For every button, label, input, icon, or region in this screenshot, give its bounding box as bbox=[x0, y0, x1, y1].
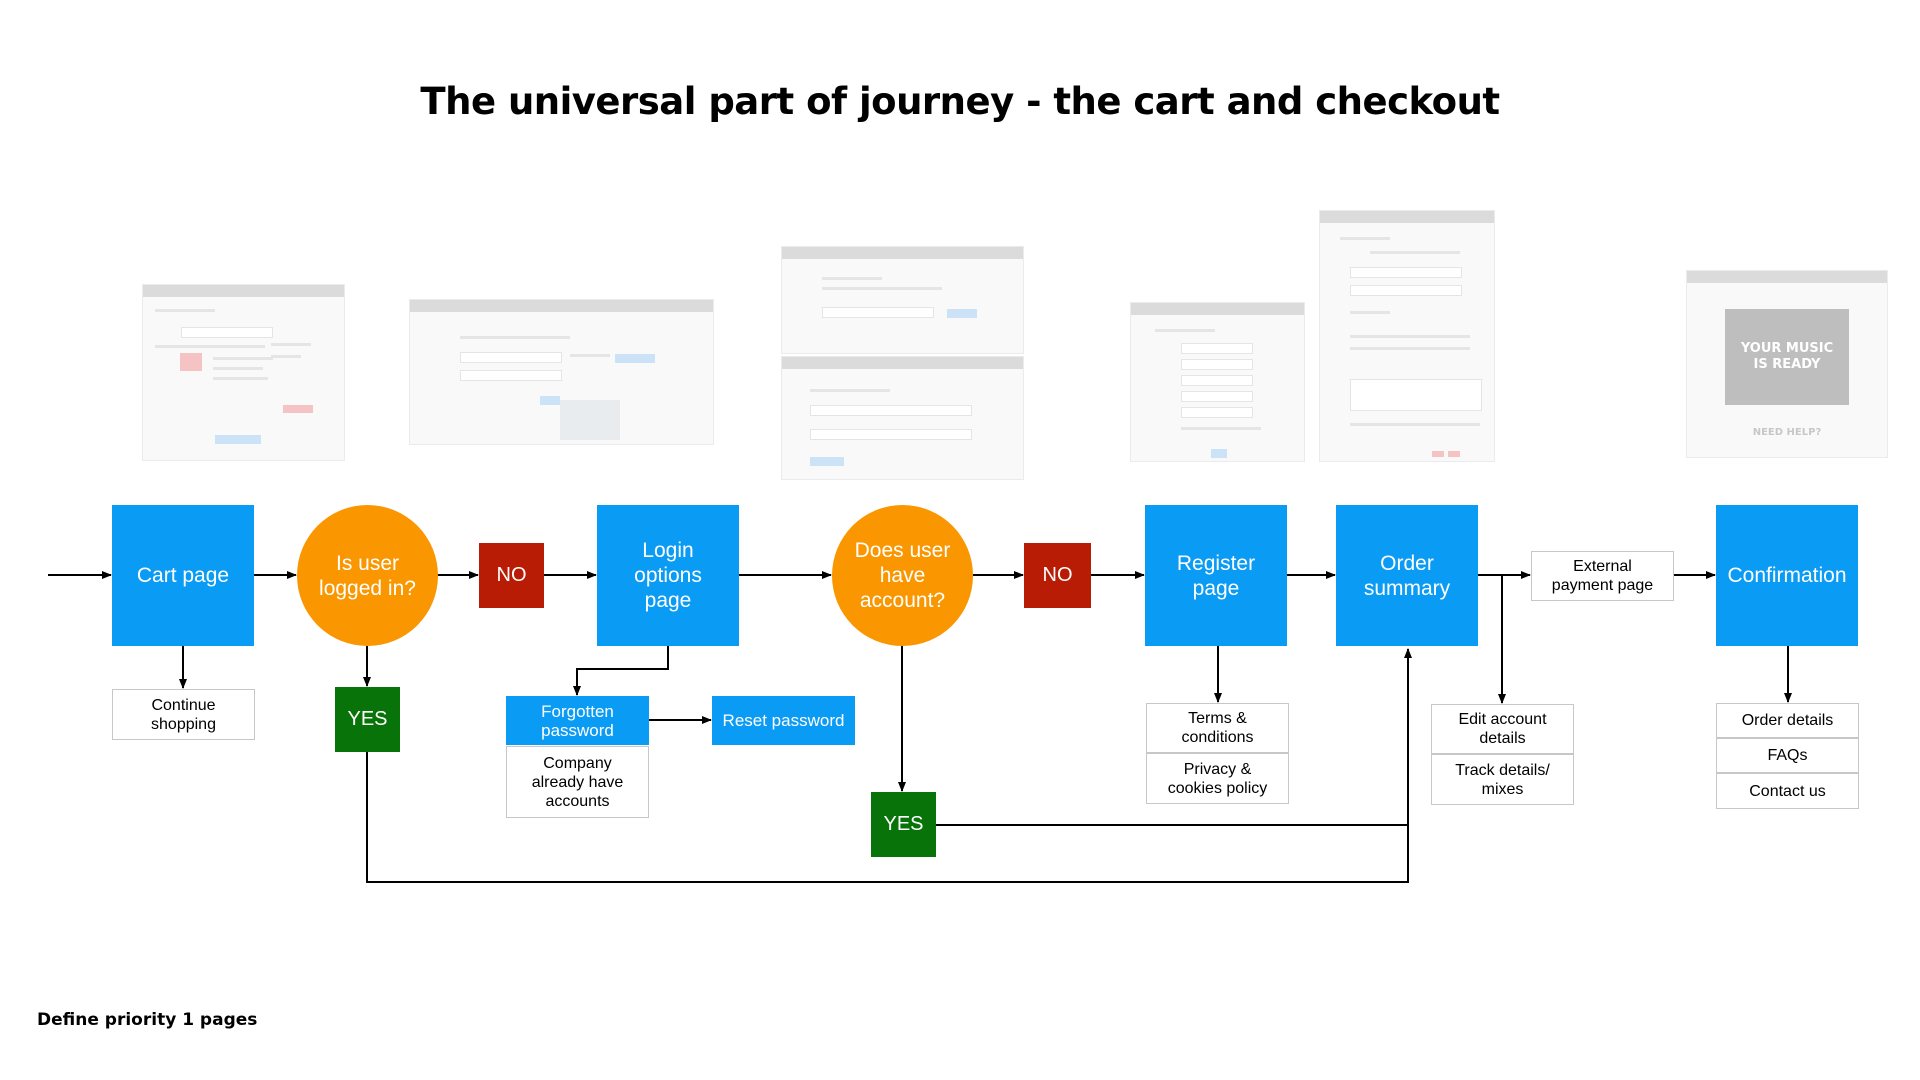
edit-account-box: Edit account details bbox=[1431, 704, 1574, 754]
contact-us-label: Contact us bbox=[1749, 782, 1826, 800]
yes-badge-2: YES bbox=[871, 792, 936, 857]
has-account-decision: Does user have account? bbox=[832, 505, 973, 646]
no-badge-1: NO bbox=[479, 543, 544, 608]
edit-account-label: Edit account details bbox=[1458, 711, 1547, 747]
footnote: Define priority 1 pages bbox=[37, 1010, 258, 1030]
cart-page-label: Cart page bbox=[136, 564, 230, 587]
terms-conditions-box: Terms & conditions bbox=[1146, 703, 1289, 753]
order-summary-label: Order summary bbox=[1363, 551, 1451, 600]
external-payment-box: External payment page bbox=[1531, 551, 1674, 601]
login-options-page-node: Login options page bbox=[597, 505, 739, 646]
reset-password-node: Reset password bbox=[712, 696, 855, 745]
forgotten-password-thumbnail bbox=[781, 246, 1024, 354]
confirmation-node: Confirmation bbox=[1716, 505, 1858, 646]
no-badge-2: NO bbox=[1024, 543, 1091, 608]
register-page-node: Register page bbox=[1145, 505, 1287, 646]
track-details-label: Track details/ mixes bbox=[1455, 761, 1550, 798]
yes-badge-1: YES bbox=[335, 687, 400, 752]
reset-password-label: Reset password bbox=[722, 711, 845, 730]
order-summary-thumbnail bbox=[1319, 210, 1495, 462]
company-accounts-box: Company already have accounts bbox=[506, 746, 649, 818]
yes-label-1: YES bbox=[347, 708, 388, 730]
no-label-2: NO bbox=[1042, 564, 1073, 586]
yes-label-2: YES bbox=[883, 813, 924, 835]
continue-shopping-label: Continue shopping bbox=[151, 696, 216, 733]
contact-us-box: Contact us bbox=[1716, 773, 1859, 809]
continue-shopping-box: Continue shopping bbox=[112, 689, 255, 740]
has-account-label: Does user have account? bbox=[854, 539, 951, 612]
need-help-label: NEED HELP? bbox=[1752, 427, 1822, 438]
confirmation-label: Confirmation bbox=[1727, 564, 1847, 587]
faqs-box: FAQs bbox=[1716, 738, 1859, 773]
no-label-1: NO bbox=[496, 564, 527, 586]
login-options-label: Login options page bbox=[634, 539, 702, 612]
privacy-policy-box: Privacy & cookies policy bbox=[1146, 753, 1289, 804]
confirmation-page-thumbnail: YOUR MUSIC IS READY NEED HELP? bbox=[1686, 270, 1888, 458]
is-user-logged-in-decision: Is user logged in? bbox=[297, 505, 438, 646]
order-details-label: Order details bbox=[1741, 712, 1834, 729]
login-page-thumbnail bbox=[409, 299, 714, 445]
register-page-thumbnail bbox=[1130, 302, 1305, 462]
diagram-title: The universal part of journey - the cart… bbox=[420, 80, 1500, 123]
order-summary-node: Order summary bbox=[1336, 505, 1478, 646]
cart-page-node: Cart page bbox=[112, 505, 254, 646]
confirmation-banner: YOUR MUSIC IS READY bbox=[1725, 309, 1849, 405]
forgotten-password-label: Forgotten password bbox=[541, 701, 614, 740]
reset-password-thumbnail bbox=[781, 356, 1024, 480]
forgotten-password-node: Forgotten password bbox=[506, 696, 649, 745]
is-user-logged-in-label: Is user logged in? bbox=[319, 551, 416, 600]
cart-page-thumbnail bbox=[142, 284, 345, 461]
track-details-box: Track details/ mixes bbox=[1431, 754, 1574, 805]
external-payment-label: External payment page bbox=[1551, 558, 1654, 594]
faqs-label: FAQs bbox=[1767, 747, 1808, 764]
company-accounts-label: Company already have accounts bbox=[531, 754, 624, 810]
register-page-label: Register page bbox=[1176, 551, 1256, 600]
privacy-policy-label: Privacy & cookies policy bbox=[1167, 760, 1268, 797]
order-details-box: Order details bbox=[1716, 703, 1859, 738]
terms-conditions-label: Terms & conditions bbox=[1181, 710, 1254, 746]
